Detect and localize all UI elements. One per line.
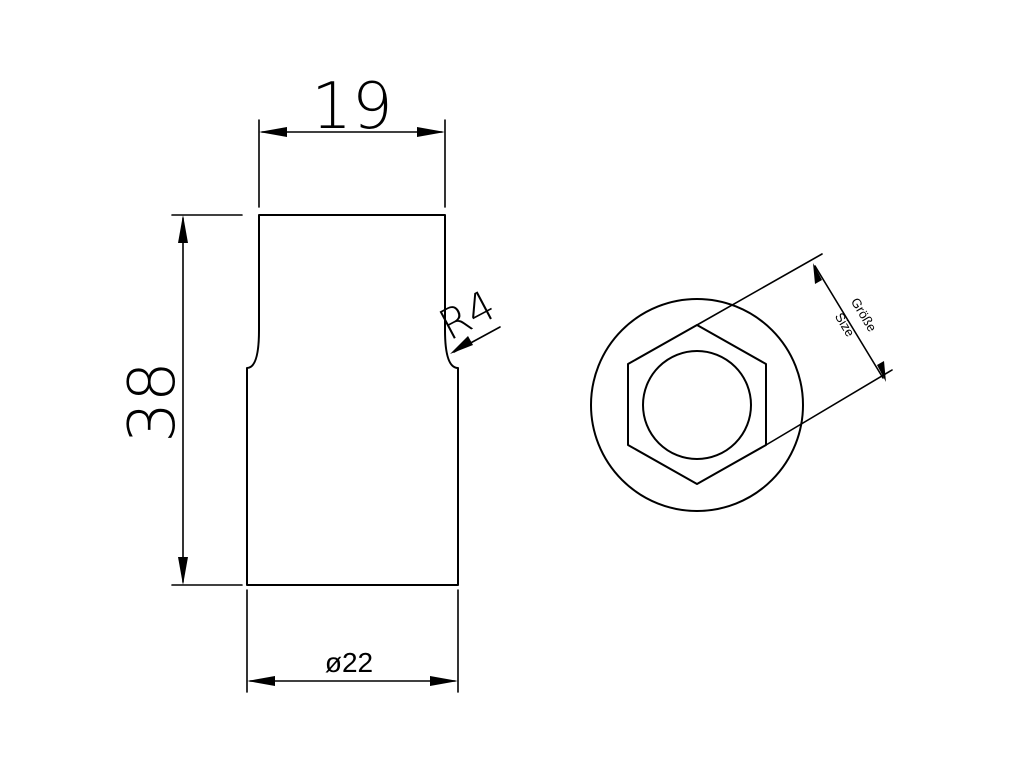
dimension-diameter-bottom: ø22 [246, 589, 459, 693]
size-label-english: Size [832, 310, 858, 339]
arrowhead-top-left [259, 127, 287, 137]
arrowhead-radius [450, 336, 473, 354]
extension-line-size-lower [765, 369, 893, 446]
dimension-radius: R4 [431, 280, 503, 354]
arrowhead-size-lower [877, 361, 886, 382]
side-view [246, 214, 459, 586]
dimension-size-across-flats: Größe Size [696, 253, 893, 446]
hex-socket-outline [627, 324, 767, 485]
outer-circle [590, 298, 804, 512]
dimension-label-height: 38 [116, 361, 190, 442]
dimension-line-size [814, 265, 884, 379]
dimension-label-width-top: 19 [311, 70, 392, 144]
dimension-width-top: 19 [258, 70, 446, 208]
arrowhead-height-bottom [178, 557, 188, 585]
arrowhead-height-top [178, 215, 188, 243]
inner-bore-circle [642, 350, 752, 460]
end-view [590, 298, 804, 512]
socket-profile-outline [246, 214, 459, 586]
dimension-height: 38 [116, 214, 243, 586]
dimension-label-diameter: ø22 [325, 647, 373, 678]
arrowhead-bottom-left [247, 676, 275, 686]
dimension-label-radius: R4 [431, 280, 503, 350]
arrowhead-top-right [417, 127, 445, 137]
arrowhead-size-upper [813, 263, 822, 284]
extension-line-size-upper [696, 253, 823, 326]
arrowhead-bottom-right [430, 676, 458, 686]
